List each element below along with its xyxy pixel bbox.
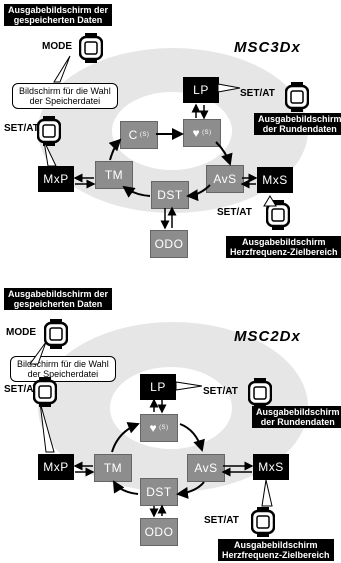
watch-icon (78, 33, 104, 63)
mode-key-label: MODE (6, 327, 36, 338)
mode-mxp: MxP (38, 166, 74, 192)
set-press-pointer (43, 140, 57, 167)
mxs-to-set-pointer (263, 195, 277, 207)
watch-icon (265, 200, 291, 230)
watch-icon (284, 82, 310, 112)
watch-icon (43, 319, 69, 349)
flow-arrows (29, 341, 273, 518)
heart-icon: ♥ (192, 126, 201, 140)
mode-tm: TM (95, 161, 133, 189)
mode-mxp: MxP (38, 454, 74, 480)
mode-avs: AvS (206, 165, 244, 193)
watch-icon (247, 378, 273, 408)
set-at-key-label: SET/AT (204, 515, 239, 526)
msc2dx-logo: MSC2Dx (234, 328, 301, 345)
mode-odo: ODO (150, 230, 188, 258)
mode-avs: AvS (187, 454, 225, 482)
mode-mxs: MxS (257, 167, 293, 193)
mode-tm: TM (94, 454, 132, 482)
mode-press-pointer (29, 341, 47, 365)
lp-to-set-pointer (175, 381, 203, 391)
mxs-to-set-pointer (261, 479, 273, 507)
mode-mxs: MxS (253, 454, 289, 480)
lp-to-set-pointer (217, 83, 241, 93)
mode-heart: ♥ (S) (140, 414, 178, 442)
set-at-key-label: SET/AT (217, 207, 252, 218)
watch-icon (250, 507, 276, 537)
set-at-key-label: SET/AT (4, 384, 39, 395)
watch-icon (32, 377, 58, 407)
watch-icon (36, 116, 62, 146)
mode-press-pointer (53, 55, 71, 83)
set-at-key-label: SET/AT (203, 386, 238, 397)
mode-lp: LP (183, 77, 219, 103)
msc3dx-logo: MSC3Dx (234, 39, 301, 56)
mode-odo: ODO (140, 518, 178, 546)
set-at-key-label: SET/AT (240, 88, 275, 99)
heart-icon: ♥ (149, 421, 158, 435)
mode-key-label: MODE (42, 41, 72, 52)
mode-lp: LP (140, 374, 176, 400)
set-at-key-label: SET/AT (4, 123, 39, 134)
mode-heart: ♥ (S) (183, 119, 221, 147)
set-press-pointer (39, 401, 55, 453)
flow-arrows (43, 55, 277, 230)
mode-c: C(S) (120, 121, 158, 149)
